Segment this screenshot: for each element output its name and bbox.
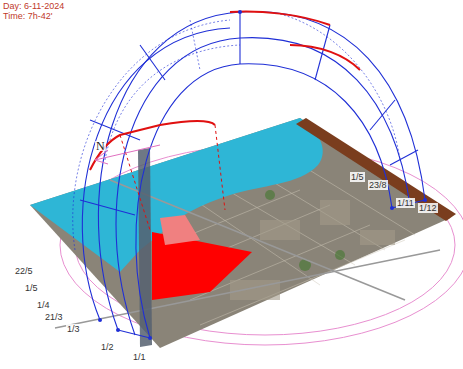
date-mark: 1/12 xyxy=(418,203,438,213)
axis-line xyxy=(110,180,405,300)
date-mark: 1/5 xyxy=(24,283,39,293)
date-mark: 1/4 xyxy=(36,300,51,310)
sun-path-dome xyxy=(80,12,425,338)
gnomon-shadow xyxy=(138,148,152,347)
satellite-map xyxy=(30,118,450,348)
current-sun-path xyxy=(90,12,360,170)
date-mark: 1/2 xyxy=(100,342,115,352)
adjacent-plot xyxy=(160,215,200,245)
date-mark: 22/5 xyxy=(14,266,34,276)
sun-points xyxy=(98,10,427,340)
houses xyxy=(230,200,395,300)
sun-projection xyxy=(120,125,225,230)
date-mark: 21/3 xyxy=(44,312,64,322)
road xyxy=(296,118,456,221)
date-mark: 1/5 xyxy=(350,172,365,182)
date-mark: 1/3 xyxy=(66,324,81,334)
date-label: Day: 6-11-2024 xyxy=(2,1,65,11)
hour-lines xyxy=(73,14,400,250)
date-mark: 23/8 xyxy=(368,180,388,190)
date-mark: 1/1 xyxy=(132,352,147,362)
north-label: N xyxy=(95,141,106,151)
time-label: Time: 7h-42' xyxy=(2,11,53,21)
date-mark: 1/11 xyxy=(396,198,415,208)
